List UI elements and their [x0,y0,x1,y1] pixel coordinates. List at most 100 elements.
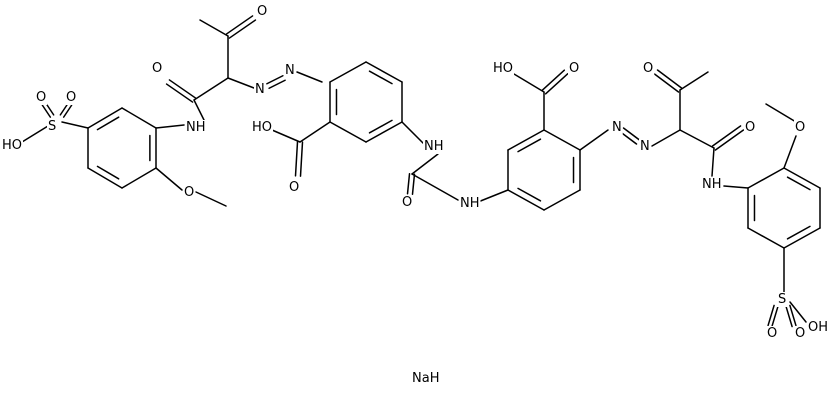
atom-label: HO [252,120,272,135]
atom-label: NH [702,177,722,192]
label-backdrop [777,292,788,307]
label-backdrop [423,139,445,154]
bond-line [783,227,821,249]
bond-line [62,104,73,118]
label-backdrop [254,82,266,97]
bond-line [266,75,284,85]
bond-line [227,77,255,89]
label-backdrop [183,185,196,200]
bond-line [87,107,123,129]
atom-label: NH [424,139,444,154]
atom-label: O [66,90,76,105]
label-backdrop [459,196,481,211]
bond-line [21,125,49,143]
label-backdrop [701,177,723,192]
bond-line [783,135,797,169]
bond-line [268,79,286,89]
label-backdrop [639,139,651,154]
label-backdrop [401,195,414,210]
bond-line [199,19,229,37]
bond-line [543,189,581,211]
label-backdrop [284,63,296,78]
bond-line [679,129,715,149]
atom-label: O [257,4,267,19]
atom-label: O [569,61,579,76]
bond-line [225,15,254,35]
label-backdrop [151,61,164,76]
bond-lines [21,15,821,328]
bond-line [747,227,785,249]
bond-line [507,129,545,151]
bond-line [41,104,52,118]
atom-label: NH [186,120,206,135]
label-backdrop [47,119,58,134]
bond-line [121,107,157,129]
atom-label: NH [460,196,480,211]
bond-line [679,71,709,91]
bond-line [723,185,749,189]
bond-line [411,173,459,201]
atom-label: N [612,120,622,135]
bond-line [579,129,609,151]
label-backdrop [185,120,207,135]
label-backdrop [35,90,48,105]
label-backdrop [251,120,274,135]
bond-line [299,121,331,143]
bond-line [411,153,439,175]
atom-label: O [184,185,194,200]
bond-line [365,121,403,143]
bond-line [767,304,775,327]
atom-label: O [402,195,412,210]
bond-line [507,189,545,211]
bond-line [543,129,581,151]
bond-line [544,73,569,95]
atom-label: O [643,61,653,76]
label-backdrop [807,320,830,335]
counterion-label: NaH [412,371,439,386]
bond-line [329,61,367,83]
label-backdrop [1,138,24,153]
bond-line [329,121,367,143]
atom-label: O [289,180,299,195]
bond-line [401,121,425,145]
label-backdrop [288,180,301,195]
bond-line [228,19,257,39]
bond-line [765,103,797,123]
atom-label: S [48,119,56,134]
bond-line [789,304,797,327]
bond-line [711,147,715,177]
bond-line [786,176,811,191]
bond-line [155,167,183,191]
label-backdrop [611,120,623,135]
label-backdrop [568,61,581,76]
bond-line [368,70,393,85]
bond-line [622,127,641,141]
label-backdrop [256,4,269,19]
label-backdrop [411,371,441,386]
bond-line [96,116,120,131]
bond-line [193,77,229,101]
atom-label: S [778,292,786,307]
bond-line [195,191,227,207]
label-backdrop [794,326,807,341]
atom-label: O [795,120,805,135]
bond-line [299,141,304,177]
bond-line [294,141,299,177]
bond-line [155,124,185,129]
bond-line [517,187,542,202]
bond-line [783,167,821,189]
bond-line [619,131,638,145]
atom-label: O [745,120,755,135]
atom-label: O [795,326,805,341]
bond-line [714,129,745,151]
bond-line [121,167,157,189]
label-backdrop [492,61,515,76]
atom-label: O [767,326,777,341]
bond-line [651,129,681,147]
bond-line [785,305,793,328]
bond-line [517,138,542,153]
bond-line [411,173,416,195]
bond-line [477,189,509,203]
